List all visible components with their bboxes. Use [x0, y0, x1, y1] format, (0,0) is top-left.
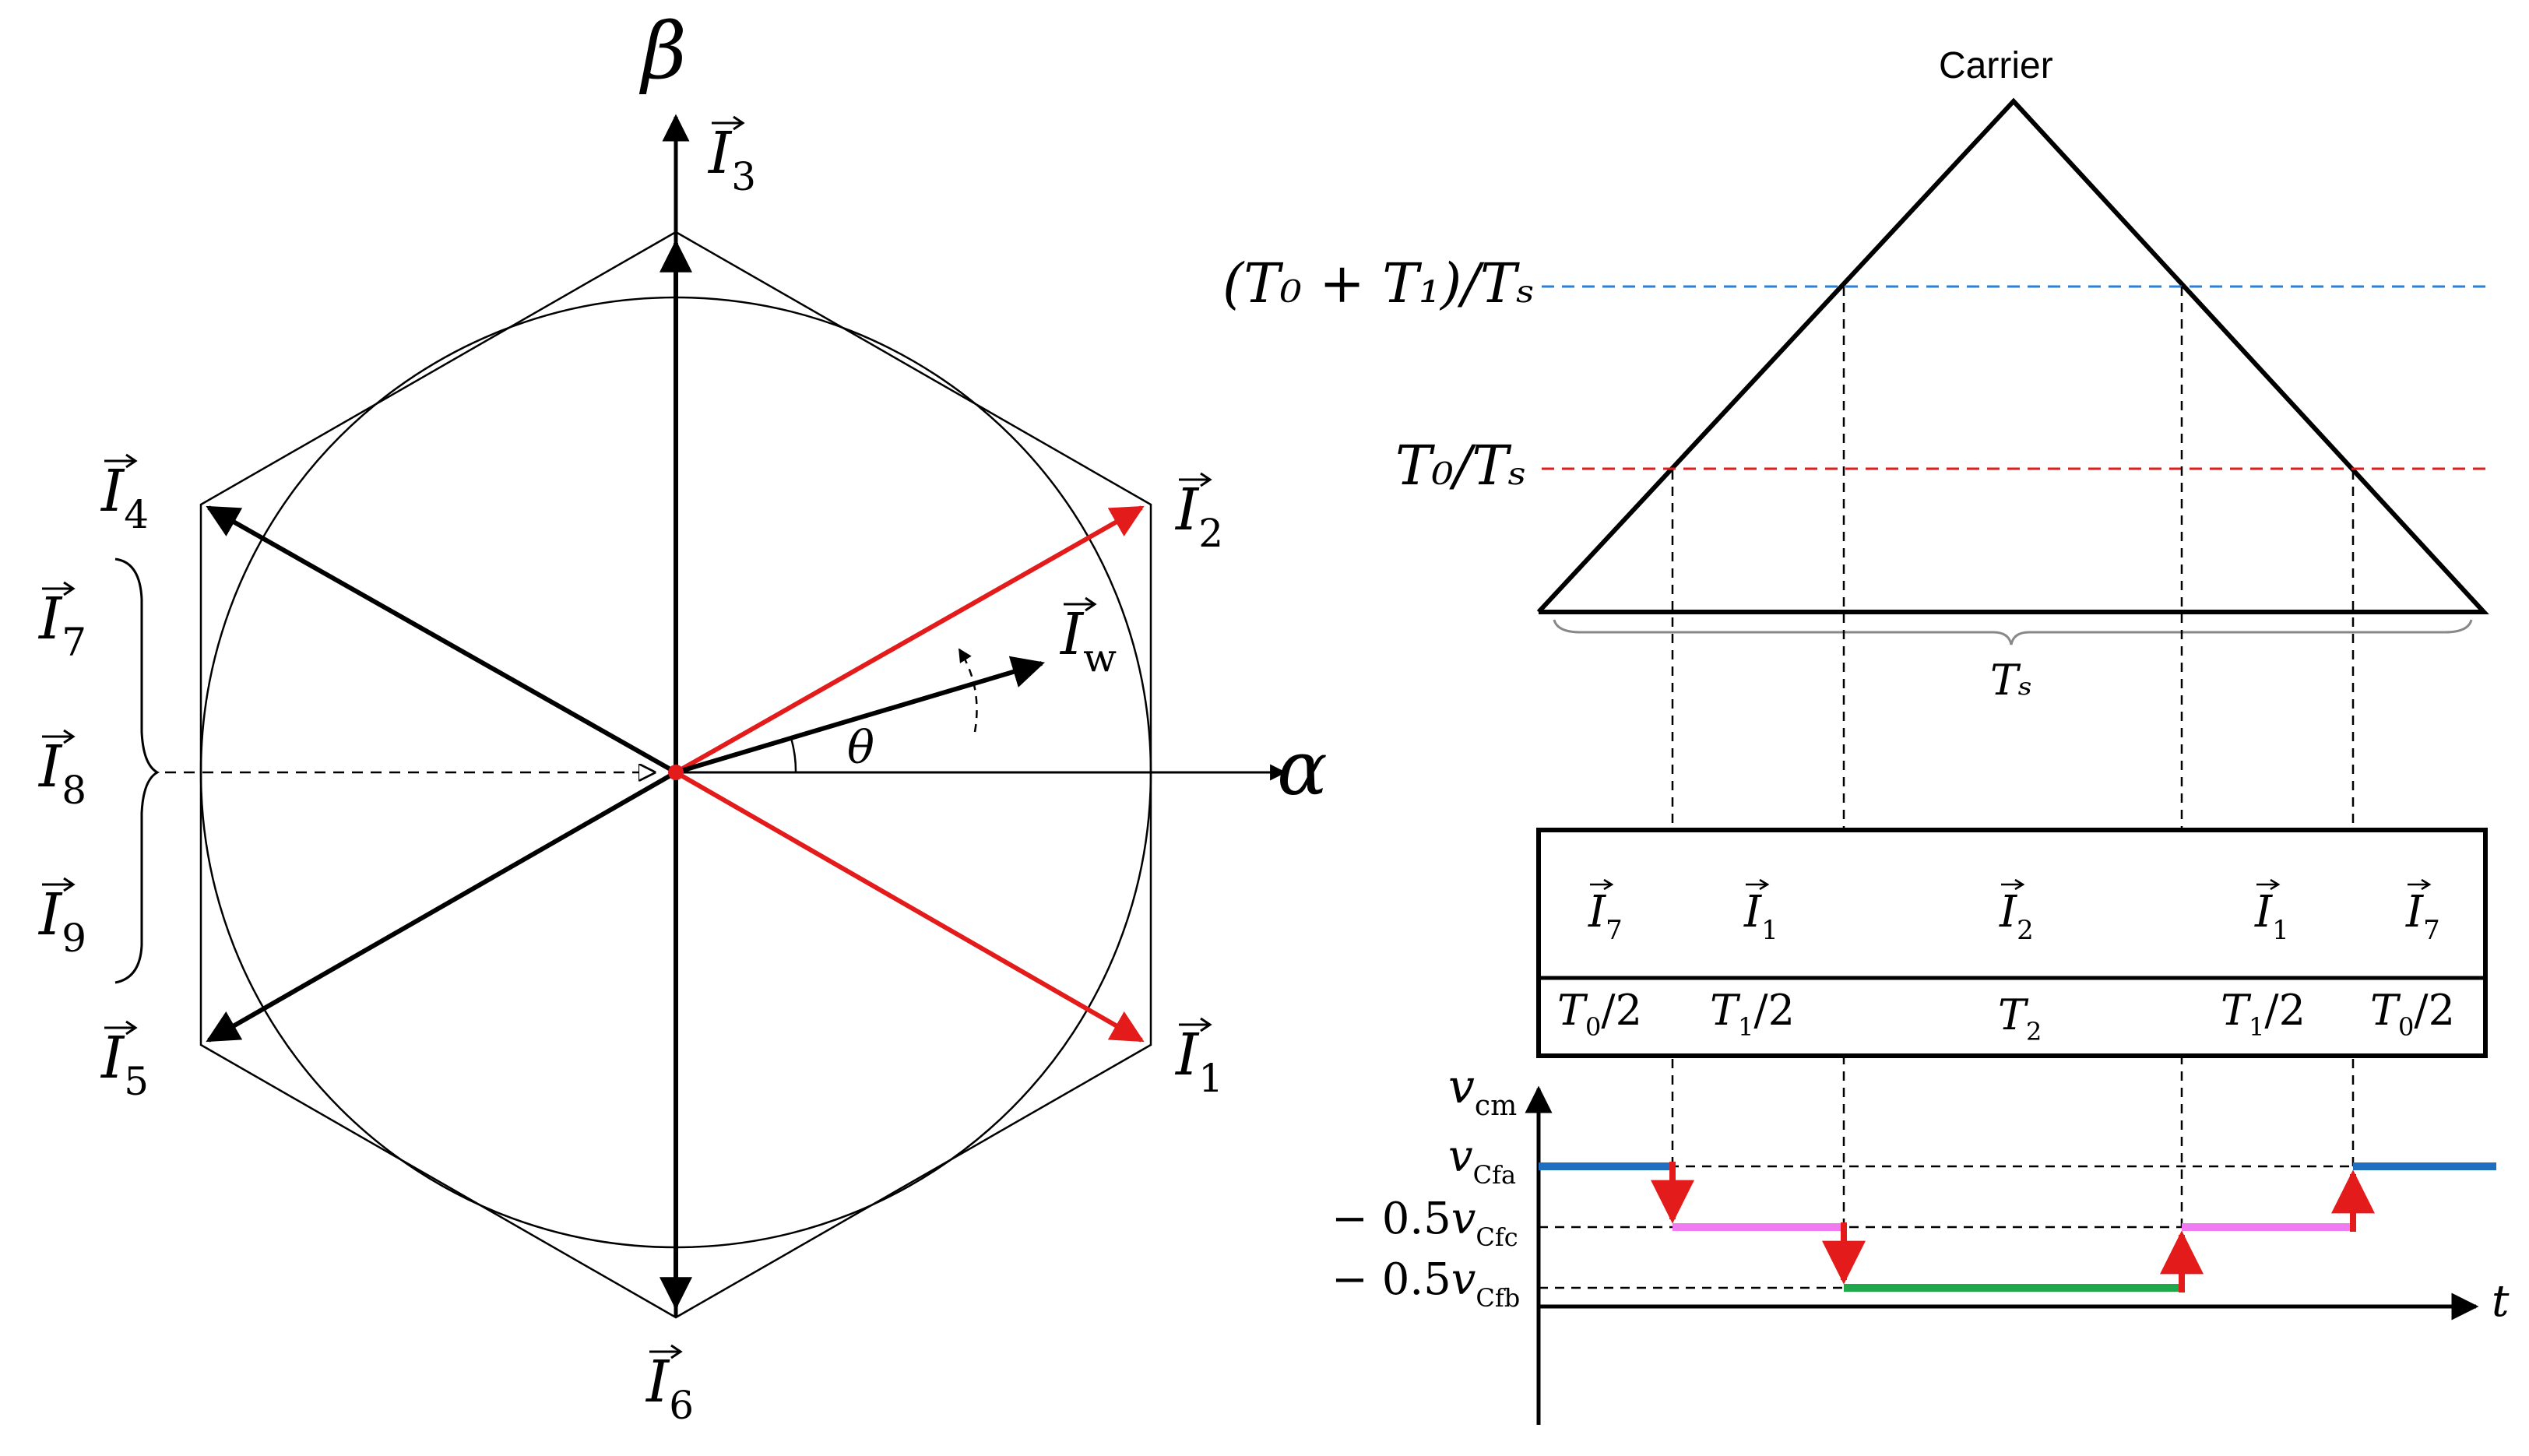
level-label-a: vCfa — [1448, 1131, 1516, 1190]
carrier-title: Carrier — [1939, 45, 2053, 86]
table-cell: T1/2 — [1710, 986, 1795, 1042]
table-cell: T1/2 — [2221, 986, 2306, 1042]
svg-text:I9: I9 — [37, 881, 86, 961]
table-frame — [1536, 828, 2488, 1058]
table-cell: I1 — [2254, 878, 2289, 946]
table-cell: T0/2 — [1557, 986, 1642, 1042]
vector-i4 — [206, 505, 677, 775]
svg-text:I2: I2 — [1174, 477, 1223, 556]
sequence-table — [1536, 828, 2488, 1058]
origin-dot — [668, 765, 684, 780]
svg-text:Iw: Iw — [1059, 601, 1117, 681]
vector-i5 — [206, 770, 677, 1043]
svg-text:I8: I8 — [37, 733, 86, 813]
period-brace — [1553, 619, 2473, 645]
vcm-y-label: vcm — [1448, 1060, 1517, 1122]
svg-text:I6: I6 — [645, 1349, 694, 1428]
label-iw: Iw — [1059, 596, 1117, 681]
vector-diagram — [114, 114, 1287, 1319]
svg-text:I4: I4 — [100, 458, 149, 537]
vector-iw — [675, 656, 1046, 775]
table-cell: I2 — [1999, 878, 2034, 946]
table-cell: T0/2 — [2370, 986, 2455, 1042]
vector-labels: I3 I2 I1 Iw I4 I7 I8 I9 — [37, 115, 1223, 1428]
svg-text:I7: I7 — [37, 586, 86, 665]
table-cell: I7 — [1588, 878, 1623, 946]
table-duration-cells: T0/2 T1/2 T2 T1/2 T0/2 — [1557, 986, 2455, 1046]
carrier-diagram — [1536, 97, 2489, 645]
vcm-plot — [1525, 1085, 2496, 1425]
svg-text:I1: I1 — [1174, 1022, 1223, 1101]
label-i1: I1 — [1174, 1017, 1223, 1101]
beta-label: β — [638, 5, 687, 97]
rotation-indicator — [958, 648, 978, 733]
vcm-x-label: t — [2492, 1276, 2510, 1327]
brace-zero-vectors — [114, 557, 160, 984]
label-i4: I4 — [100, 453, 149, 537]
vector-i1 — [674, 770, 1145, 1043]
svg-text:I3: I3 — [707, 120, 756, 199]
theta-arc — [790, 737, 797, 773]
label-i3: I3 — [707, 115, 756, 199]
table-vector-cells: I7 I1 I2 I1 I7 — [1588, 878, 2440, 946]
period-label: Tₛ — [1990, 656, 2032, 705]
theta-label: θ — [847, 721, 874, 774]
svg-text:I2: I2 — [1999, 887, 2034, 946]
level-low-label: T₀/Tₛ — [1395, 434, 1527, 498]
svg-text:I7: I7 — [1588, 887, 1623, 946]
label-i7: I7 — [37, 581, 86, 665]
table-cell: T2 — [1998, 990, 2042, 1046]
transition-lines — [1671, 287, 2355, 1227]
level-label-c: − 0.5vCfc — [1331, 1194, 1518, 1252]
level-label-b: − 0.5vCfb — [1331, 1254, 1520, 1313]
svg-text:I7: I7 — [2405, 887, 2440, 946]
label-i9: I9 — [37, 877, 86, 961]
label-i8: I8 — [37, 729, 86, 813]
vector-i2 — [674, 505, 1145, 775]
svg-text:I1: I1 — [1743, 887, 1778, 946]
carrier-triangle — [1536, 97, 2489, 614]
svg-text:I1: I1 — [2254, 887, 2289, 946]
label-i5: I5 — [100, 1020, 149, 1104]
label-i6: I6 — [645, 1344, 694, 1428]
level-high-label: (T₀ + T₁)/Tₛ — [1222, 251, 1535, 315]
alpha-label: α — [1277, 725, 1328, 812]
table-cell: I1 — [1743, 878, 1778, 946]
svg-text:I5: I5 — [100, 1025, 149, 1104]
label-i2: I2 — [1174, 472, 1223, 556]
table-cell: I7 — [2405, 878, 2440, 946]
